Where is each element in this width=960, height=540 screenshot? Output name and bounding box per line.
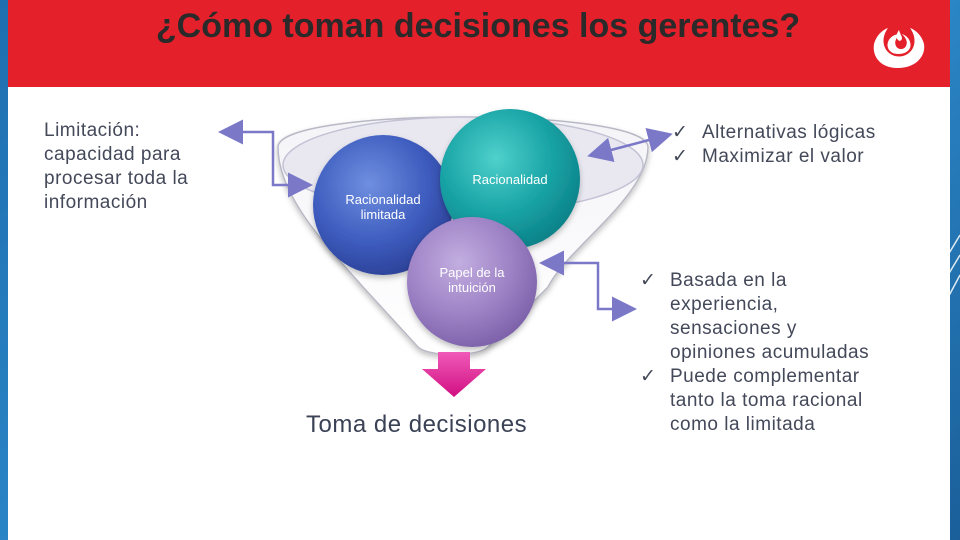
check-icon: ✓ [640,366,657,387]
racional-item-text: Maximizar el valor [702,146,865,167]
intuicion-line: opiniones acumuladas [670,342,870,363]
check-icon: ✓ [640,270,657,291]
funnel-svg: Racionalidad Racionalidad limitada Papel… [218,109,673,397]
node-intuicion [407,217,537,347]
intuicion-line: Basada en la [670,270,787,291]
result-label: Toma de decisiones [306,411,528,438]
intuicion-line: como la limitada [670,414,816,435]
slide-title: ¿Cómo toman decisiones los gerentes? [155,7,801,45]
left-limitation-note: Limitación: capacidad para procesar toda… [44,119,188,215]
intuicion-item-text: Basada en la experiencia, sensaciones y … [670,269,869,365]
left-note-line: procesar toda la [44,168,189,189]
intuicion-line: Puede complementar [670,366,860,387]
intuicion-line: experiencia, [670,294,779,315]
intuicion-line: sensaciones y [670,318,797,339]
racional-list: ✓ Alternativas lógicas ✓ Maximizar el va… [672,121,876,169]
corner-decoration-icon [941,234,960,306]
node-racionalidad-label: Racionalidad [472,172,547,187]
check-icon: ✓ [672,146,689,167]
decision-funnel-diagram: Racionalidad Racionalidad limitada Papel… [8,87,950,540]
arrow-limitacion [218,119,313,198]
left-note-line: información [44,192,148,213]
node-racionalidad-limitada-label-1: Racionalidad [345,192,420,207]
arrow-racional [587,128,673,162]
list-item: ✓ Puede complementar tanto la toma racio… [640,365,869,437]
node-racionalidad-limitada [313,135,453,275]
node-racionalidad [440,109,580,249]
university-logo-icon [873,28,925,68]
node-racionalidad-limitada-label-2: limitada [361,207,407,222]
slide: ¿Cómo toman decisiones los gerentes? [8,0,950,540]
list-item: ✓ Maximizar el valor [672,145,876,169]
intuicion-line: tanto la toma racional [670,390,863,411]
header-bar: ¿Cómo toman decisiones los gerentes? [8,0,950,87]
racional-item-text: Alternativas lógicas [702,122,876,143]
intuicion-list: ✓ Basada en la experiencia, sensaciones … [640,269,869,437]
left-note-line: capacidad para [44,144,181,165]
arrow-intuicion [539,250,637,322]
check-icon: ✓ [672,122,689,143]
intuicion-item-text: Puede complementar tanto la toma raciona… [670,365,869,437]
list-item: ✓ Alternativas lógicas [672,121,876,145]
node-intuicion-label-2: intuición [448,280,496,295]
left-note-line: Limitación: [44,120,141,141]
list-item: ✓ Basada en la experiencia, sensaciones … [640,269,869,365]
node-intuicion-label-1: Papel de la [439,265,505,280]
result-down-arrow [422,352,486,397]
